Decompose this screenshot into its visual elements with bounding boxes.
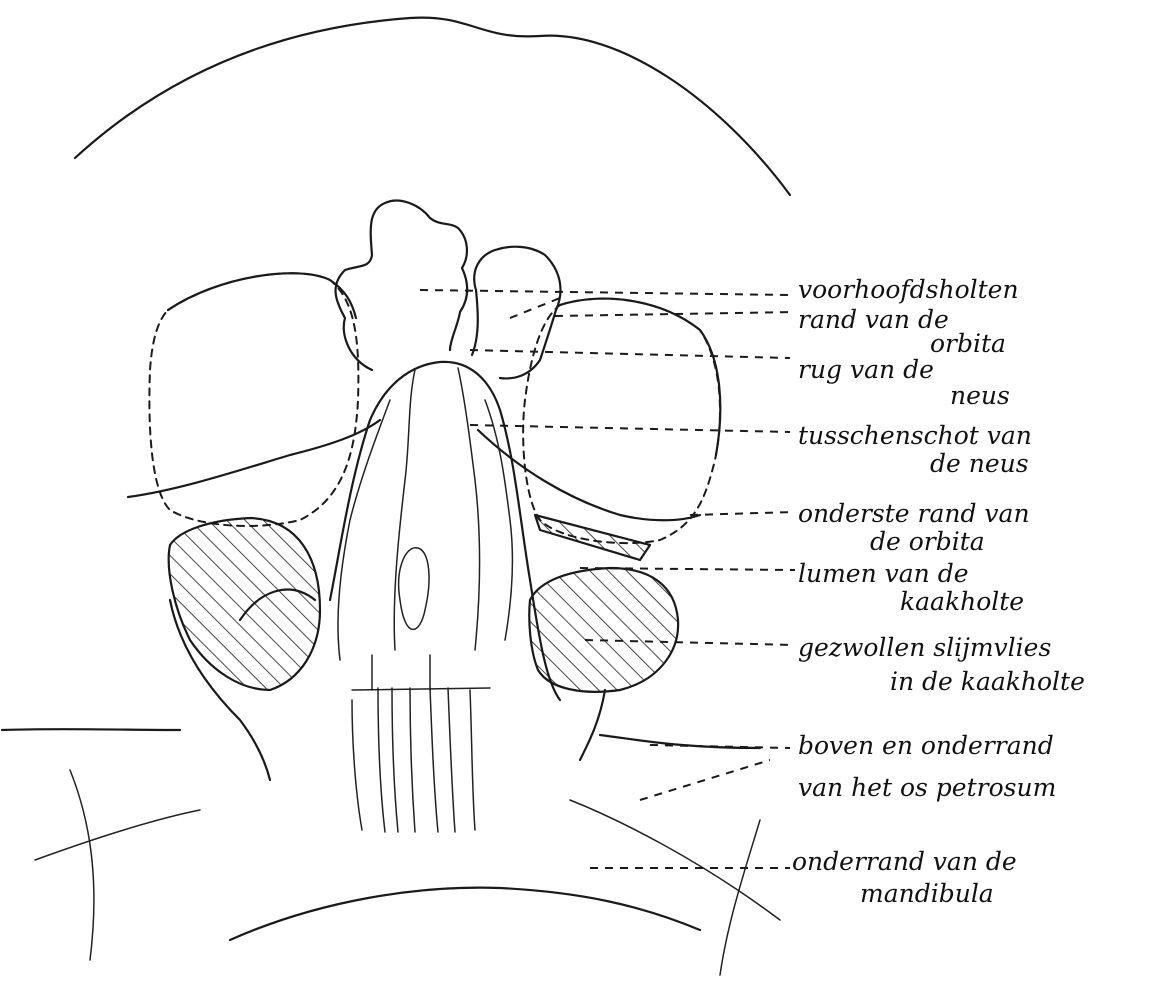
label-onderste-rand-1: onderste rand van	[798, 499, 1030, 528]
label-rug-neus-2: neus	[950, 381, 1010, 410]
nasal-septum-right	[458, 368, 480, 650]
skull-outline	[75, 18, 790, 195]
label-lumen-1: lumen van de	[798, 559, 969, 588]
orbit-left-floor	[128, 420, 380, 497]
teeth	[352, 655, 490, 832]
label-voorhoofdsholten: voorhoofdsholten	[798, 275, 1019, 304]
label-slijmvlies-2: in de kaakholte	[890, 667, 1085, 696]
orbit-left-rim	[168, 273, 356, 318]
nasal-ridge	[330, 362, 560, 700]
label-tussenschot-1: tusschenschot van	[798, 421, 1032, 450]
orbit-right-floor-hatch	[535, 515, 650, 560]
orbit-right-floor	[478, 430, 700, 520]
frontal-sinus-right	[472, 247, 560, 379]
maxillary-sinus-left	[169, 518, 320, 690]
frontal-sinus-left	[336, 201, 468, 370]
face-outline-right	[580, 690, 605, 760]
petrous-lower-left	[35, 810, 200, 860]
label-slijmvlies-1: gezwollen slijmvlies	[798, 633, 1051, 662]
nasal-inner-right	[485, 400, 512, 640]
maxillary-sinus-right	[529, 568, 678, 692]
label-lumen-2: kaakholte	[900, 587, 1024, 616]
label-tussenschot-2: de neus	[930, 449, 1029, 478]
skull-side-left	[70, 770, 94, 960]
orbit-right-rim	[560, 299, 720, 455]
label-petrosum-2: van het os petrosum	[798, 773, 1056, 802]
label-mandibula-1: onderrand van de	[792, 847, 1017, 876]
orbit-right	[523, 299, 720, 543]
petrous-upper-left	[2, 729, 180, 730]
nasal-septum-left	[394, 370, 415, 650]
mandible-outline	[230, 888, 700, 940]
label-mandibula-2: mandibula	[860, 879, 994, 908]
orbit-left	[149, 273, 358, 526]
label-rug-neus-1: rug van de	[798, 355, 934, 384]
septum-oval	[399, 548, 429, 630]
label-rand-orbita-2: orbita	[930, 329, 1006, 358]
label-petrosum-1: boven en onderrand	[798, 731, 1054, 760]
label-rand-orbita-1: rand van de	[798, 305, 949, 334]
label-onderste-rand-2: de orbita	[870, 527, 985, 556]
skull-side-right	[720, 820, 760, 975]
